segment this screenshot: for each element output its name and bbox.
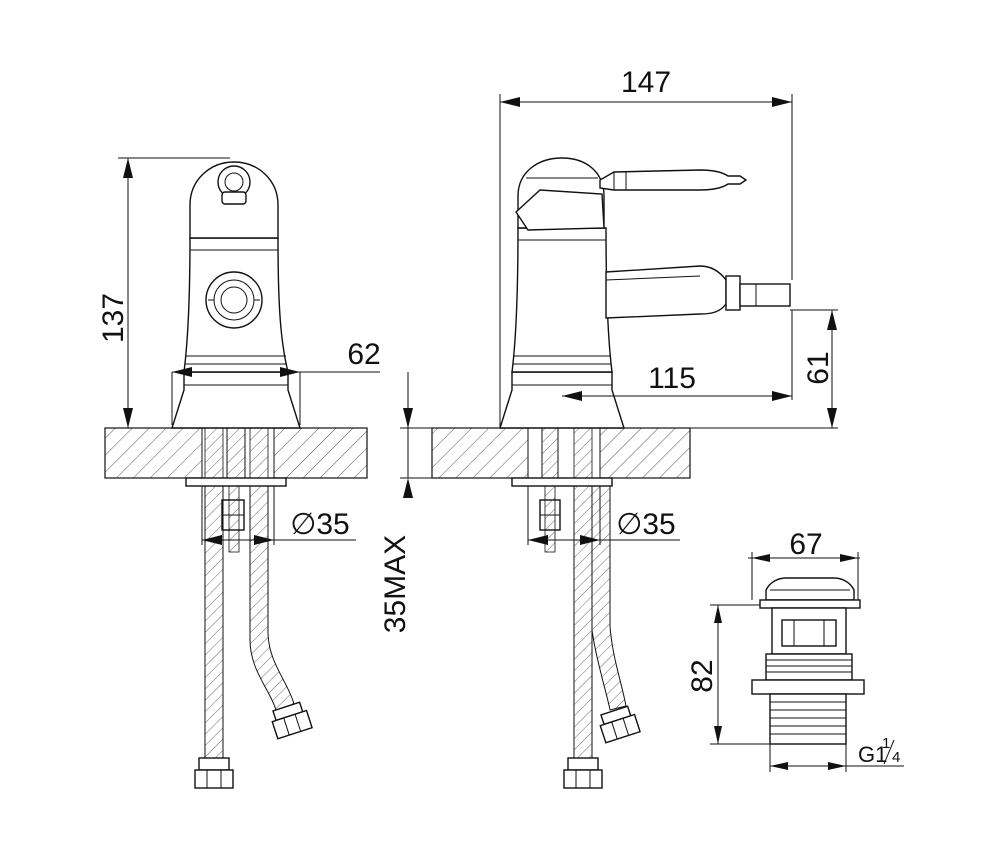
supply-hose-right-1 [573, 485, 593, 761]
dim-outlet-height: 61 [802, 351, 835, 384]
faucet-base-side [499, 371, 625, 429]
dimension-lines [118, 94, 904, 772]
dim-hole-diameter-right: ∅35 [616, 508, 676, 541]
dim-drain-head-width: 67 [789, 528, 822, 561]
side-view [431, 157, 791, 789]
drain-thread [751, 653, 865, 745]
front-view [104, 161, 368, 789]
dim-spout-reach: 115 [648, 362, 696, 395]
dim-drain-thread-den: 4 [892, 749, 900, 766]
spout-outlet-side [725, 275, 741, 311]
dim-drain-thread-main: G1 [858, 742, 887, 767]
dim-drain-height: 82 [686, 659, 719, 692]
supply-hose-left-2 [249, 485, 295, 711]
dim-drain-thread: G1 1 4 [858, 735, 900, 767]
faucet-body-side [511, 227, 613, 373]
dim-base-width: 62 [347, 338, 380, 371]
drain-cap [765, 577, 855, 601]
lever-handle-side [599, 169, 748, 191]
dim-overall-height: 137 [97, 293, 130, 343]
supply-hose-left-1 [204, 485, 224, 761]
spout-arm-side [605, 265, 727, 319]
faucet-base-front [171, 371, 301, 429]
dim-hole-diameter-left: ∅35 [290, 508, 350, 541]
dim-overall-length: 147 [621, 66, 671, 99]
dim-drain-thread-num: 1 [882, 735, 890, 752]
dim-max-counter-thickness: 35MAX [379, 535, 412, 633]
pop-up-drain [751, 577, 865, 745]
